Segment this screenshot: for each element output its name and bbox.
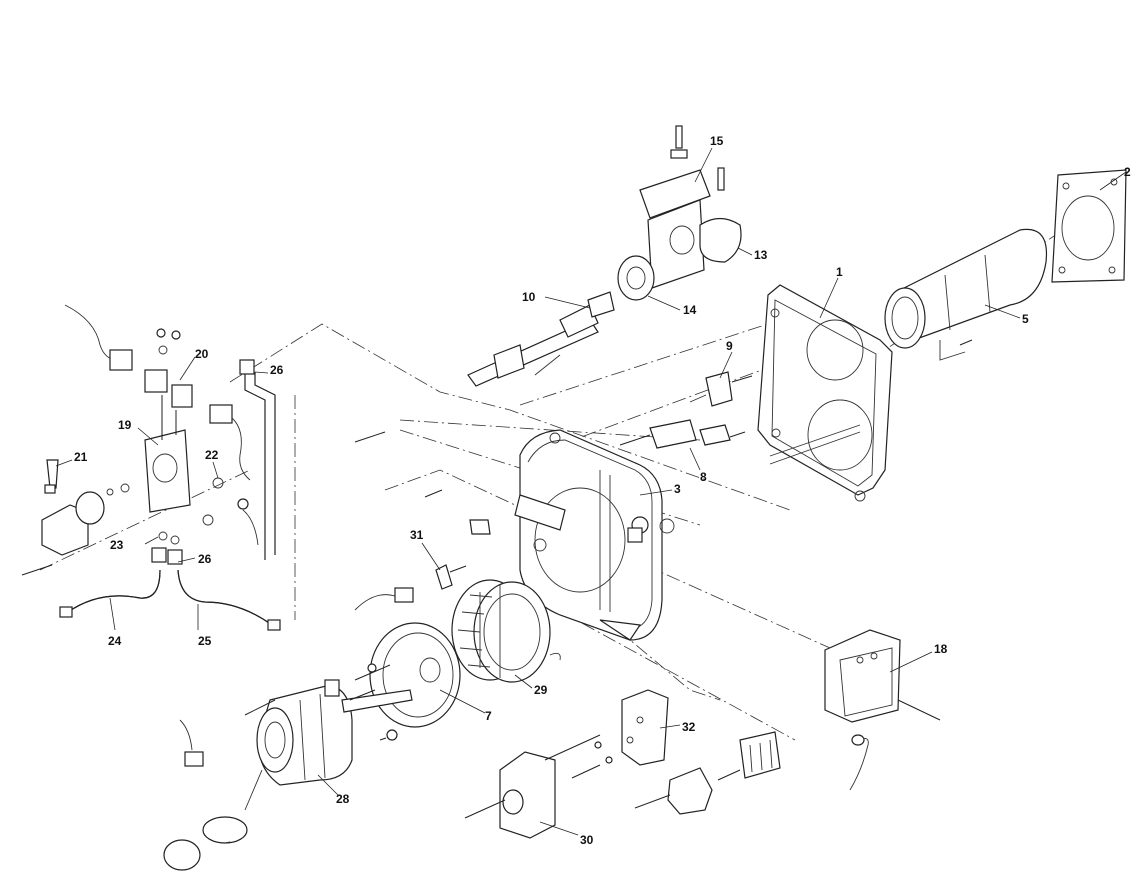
nozzle-shaft	[467, 291, 615, 387]
front-plate	[757, 284, 893, 502]
part-label-25: 25	[198, 634, 212, 648]
oil-pump-group	[21, 304, 296, 620]
part-label-23: 23	[110, 538, 124, 552]
blast-tube	[884, 228, 1048, 361]
part-label-32: 32	[682, 720, 696, 734]
terminal-block	[634, 731, 781, 815]
motor	[163, 679, 413, 871]
part-label-3: 3	[674, 482, 681, 496]
part-label-20: 20	[195, 347, 209, 361]
part-label-8: 8	[700, 470, 707, 484]
part-label-10: 10	[522, 290, 536, 304]
part-label-5: 5	[1022, 312, 1029, 326]
electrode-bracket	[619, 419, 746, 449]
part-label-1: 1	[836, 265, 843, 279]
part-label-30: 30	[580, 833, 594, 847]
part-label-26-lower: 26	[198, 552, 212, 566]
part-label-31: 31	[410, 528, 424, 542]
part-label-15: 15	[710, 134, 724, 148]
oil-hoses	[59, 569, 281, 631]
part-label-24: 24	[108, 634, 122, 648]
motor-flange	[354, 622, 461, 728]
part-label-7: 7	[485, 709, 492, 723]
part-label-13: 13	[754, 248, 768, 262]
burner-housing	[469, 429, 675, 641]
ignition-transformer	[464, 734, 601, 839]
part-label-2: 2	[1124, 165, 1131, 179]
part-label-22: 22	[205, 448, 219, 462]
part-labels: 1 2 3 5 7 8 9 10 13 14 15 18 19 20 21 22…	[74, 134, 1131, 847]
control-box	[824, 629, 941, 791]
leader-lines	[55, 147, 1127, 836]
photocell	[354, 564, 467, 611]
part-label-21: 21	[74, 450, 88, 464]
screws	[349, 339, 973, 701]
part-label-14: 14	[683, 303, 697, 317]
fan-wheel	[451, 579, 561, 683]
part-label-19: 19	[118, 418, 132, 432]
part-label-26-upper: 26	[270, 363, 284, 377]
damper-group	[617, 125, 742, 301]
ignition-electrode-holder	[689, 371, 753, 407]
relay-block	[571, 689, 669, 779]
part-label-28: 28	[336, 792, 350, 806]
part-label-18: 18	[934, 642, 948, 656]
part-label-29: 29	[534, 683, 548, 697]
flange-gasket	[1051, 169, 1127, 283]
part-label-9: 9	[726, 339, 733, 353]
